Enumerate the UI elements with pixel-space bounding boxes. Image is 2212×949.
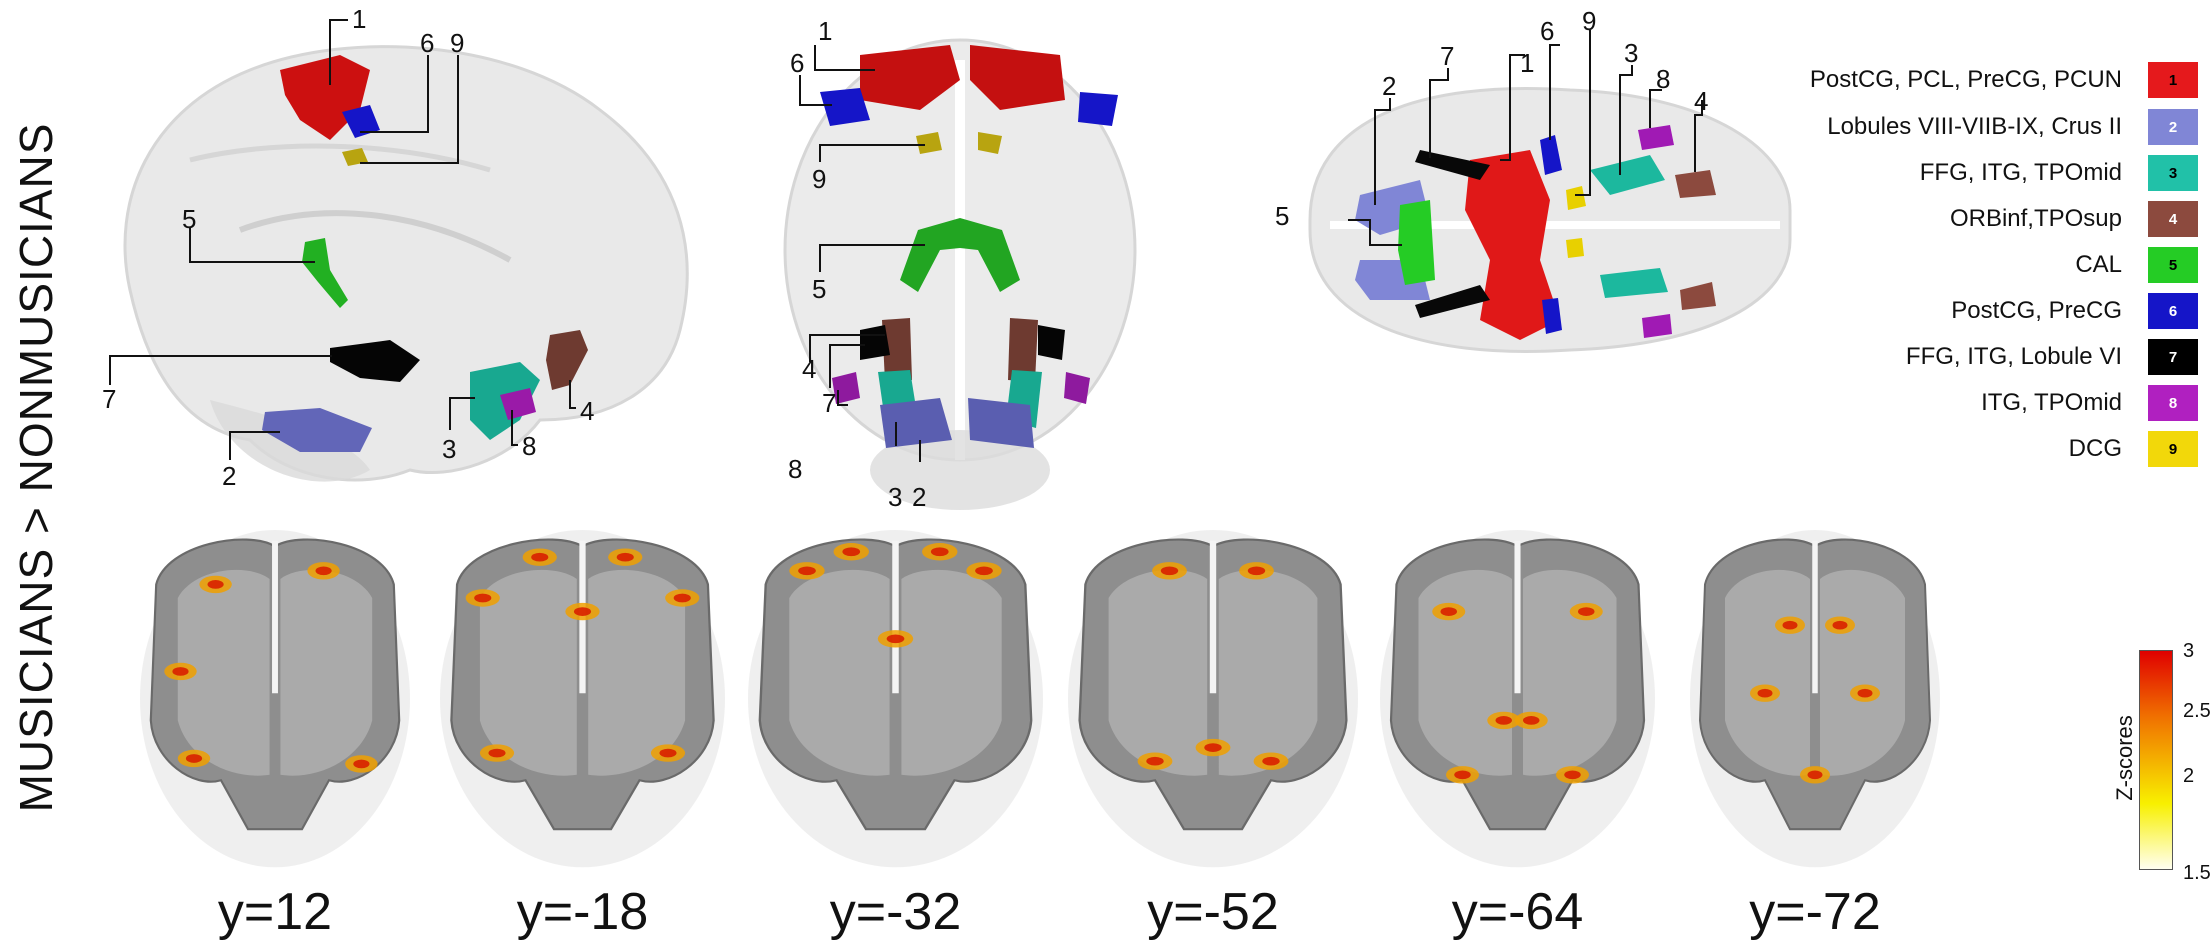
axial-callout: 7 bbox=[1440, 41, 1454, 71]
coronal-callout: 5 bbox=[812, 274, 826, 304]
sagittal-callout: 3 bbox=[442, 434, 456, 464]
sagittal-callout: 5 bbox=[182, 204, 196, 234]
cluster-4 bbox=[1675, 170, 1716, 310]
colorbar-title: Z-scores bbox=[2112, 715, 2137, 801]
coronal-callout: 9 bbox=[812, 164, 826, 194]
colorbar-tick: 1.5 bbox=[2183, 862, 2211, 884]
cluster-9 bbox=[916, 132, 1002, 154]
legend-label: FFG, ITG, TPOmid bbox=[1919, 159, 2122, 186]
coronal-slice-image bbox=[140, 530, 410, 868]
legend-swatch: 3 bbox=[2148, 155, 2198, 191]
sagittal-callout: 4 bbox=[580, 396, 594, 426]
legend-swatch: 5 bbox=[2148, 247, 2198, 283]
sagittal-callout: 7 bbox=[102, 384, 116, 414]
cluster-8 bbox=[500, 388, 536, 420]
cluster-5 bbox=[302, 238, 348, 308]
axial-callout: 6 bbox=[1540, 16, 1554, 46]
slice-label: y=-32 bbox=[829, 883, 962, 941]
cluster-6 bbox=[820, 88, 1118, 126]
axial-callout: 8 bbox=[1656, 64, 1670, 94]
axial-brain-view: 2 7 1 6 9 3 8 4 5 bbox=[1275, 6, 1792, 353]
legend-swatch: 8 bbox=[2148, 385, 2198, 421]
coronal-slice-image bbox=[1690, 530, 1940, 868]
colorbar bbox=[2139, 650, 2173, 870]
cluster-2 bbox=[880, 398, 1034, 448]
colorbar-tick: 3 bbox=[2183, 640, 2195, 662]
coronal-slice-image bbox=[1068, 530, 1358, 868]
cluster-9 bbox=[1566, 186, 1586, 258]
legend-item: CAL 5 bbox=[2075, 242, 2198, 288]
legend-swatch: 6 bbox=[2148, 293, 2198, 329]
legend-swatch: 1 bbox=[2148, 62, 2198, 98]
sagittal-callout: 2 bbox=[222, 461, 236, 491]
cluster-7 bbox=[1415, 150, 1490, 318]
colorbar-tick: 2.5 bbox=[2183, 700, 2211, 722]
cluster-5 bbox=[1398, 200, 1435, 285]
colorbar-tick: 2 bbox=[2183, 765, 2195, 787]
cluster-7 bbox=[330, 340, 420, 382]
legend-label: ITG, TPOmid bbox=[1981, 389, 2122, 416]
coronal-callout: 8 bbox=[788, 454, 802, 484]
axial-callout: 1 bbox=[1520, 48, 1534, 78]
slice-label: y=-52 bbox=[1147, 883, 1279, 941]
legend-label: ORBinf,TPOsup bbox=[1949, 205, 2122, 232]
cluster-1 bbox=[1465, 150, 1560, 340]
cluster-8 bbox=[1638, 125, 1674, 338]
cluster-2 bbox=[262, 408, 372, 452]
slice-label: y=12 bbox=[217, 883, 333, 941]
legend-label: DCG bbox=[2068, 435, 2122, 462]
coronal-slice-image bbox=[748, 530, 1043, 868]
slice-label: y=-72 bbox=[1749, 883, 1881, 941]
legend-label: FFG, ITG, Lobule VI bbox=[1905, 343, 2122, 370]
cluster-3 bbox=[1590, 155, 1668, 298]
coronal-callout: 1 bbox=[818, 16, 832, 46]
cluster-4 bbox=[546, 330, 588, 390]
legend-item: ITG, TPOmid 8 bbox=[1981, 380, 2198, 426]
coronal-callout: 6 bbox=[790, 48, 804, 78]
cluster-5 bbox=[900, 218, 1020, 292]
cluster-6 bbox=[342, 105, 380, 138]
sagittal-callout: 9 bbox=[450, 28, 464, 58]
legend-swatch: 9 bbox=[2148, 431, 2198, 467]
sagittal-brain-view: 1 6 9 5 7 2 3 8 4 bbox=[102, 4, 689, 491]
cluster-9 bbox=[342, 148, 368, 166]
coronal-callout: 3 bbox=[888, 482, 902, 512]
cluster-1 bbox=[860, 45, 1065, 110]
cluster-6 bbox=[1540, 135, 1562, 334]
legend-item: DCG 9 bbox=[2069, 426, 2198, 472]
legend-label: Lobules VIII-VIIB-IX, Crus II bbox=[1827, 113, 2122, 140]
legend-item: ORBinf,TPOsup 4 bbox=[1950, 196, 2198, 242]
legend-item: Lobules VIII-VIIB-IX, Crus II 2 bbox=[1827, 104, 2198, 150]
contrast-title: MUSICIANS > NONMUSICIANS bbox=[10, 122, 62, 813]
legend-swatch: 2 bbox=[2148, 109, 2198, 145]
cluster-7 bbox=[860, 325, 1065, 360]
legend-item: FFG, ITG, TPOmid 3 bbox=[1920, 150, 2198, 196]
legend-swatch: 7 bbox=[2148, 339, 2198, 375]
legend-item: PostCG, PCL, PreCG, PCUN 1 bbox=[1810, 57, 2198, 103]
coronal-brain-view: 1 6 9 5 4 7 8 3 2 bbox=[783, 16, 1137, 512]
axial-callout: 2 bbox=[1382, 71, 1396, 101]
sagittal-callout: 8 bbox=[522, 431, 536, 461]
coronal-callout: 7 bbox=[822, 388, 836, 418]
legend-item: PostCG, PreCG 6 bbox=[1951, 288, 2198, 334]
legend-swatch: 4 bbox=[2148, 201, 2198, 237]
coronal-callout: 4 bbox=[802, 354, 816, 384]
axial-callout: 4 bbox=[1694, 86, 1708, 116]
legend-label: PostCG, PCL, PreCG, PCUN bbox=[1809, 66, 2122, 93]
sagittal-callout: 1 bbox=[352, 4, 366, 34]
legend-item: FFG, ITG, Lobule VI 7 bbox=[1906, 334, 2198, 380]
axial-callout: 9 bbox=[1582, 6, 1596, 36]
slice-label: y=-64 bbox=[1451, 883, 1584, 941]
legend-label: CAL bbox=[2075, 251, 2122, 278]
sagittal-callout: 6 bbox=[420, 28, 434, 58]
axial-callout: 5 bbox=[1275, 201, 1289, 231]
coronal-slice-image bbox=[440, 530, 725, 868]
slice-label: y=-18 bbox=[516, 883, 649, 941]
cluster-4 bbox=[882, 318, 1038, 382]
legend-label: PostCG, PreCG bbox=[1951, 297, 2122, 324]
coronal-callout: 2 bbox=[912, 482, 926, 512]
coronal-slice-image bbox=[1380, 530, 1655, 868]
axial-callout: 3 bbox=[1624, 38, 1638, 68]
